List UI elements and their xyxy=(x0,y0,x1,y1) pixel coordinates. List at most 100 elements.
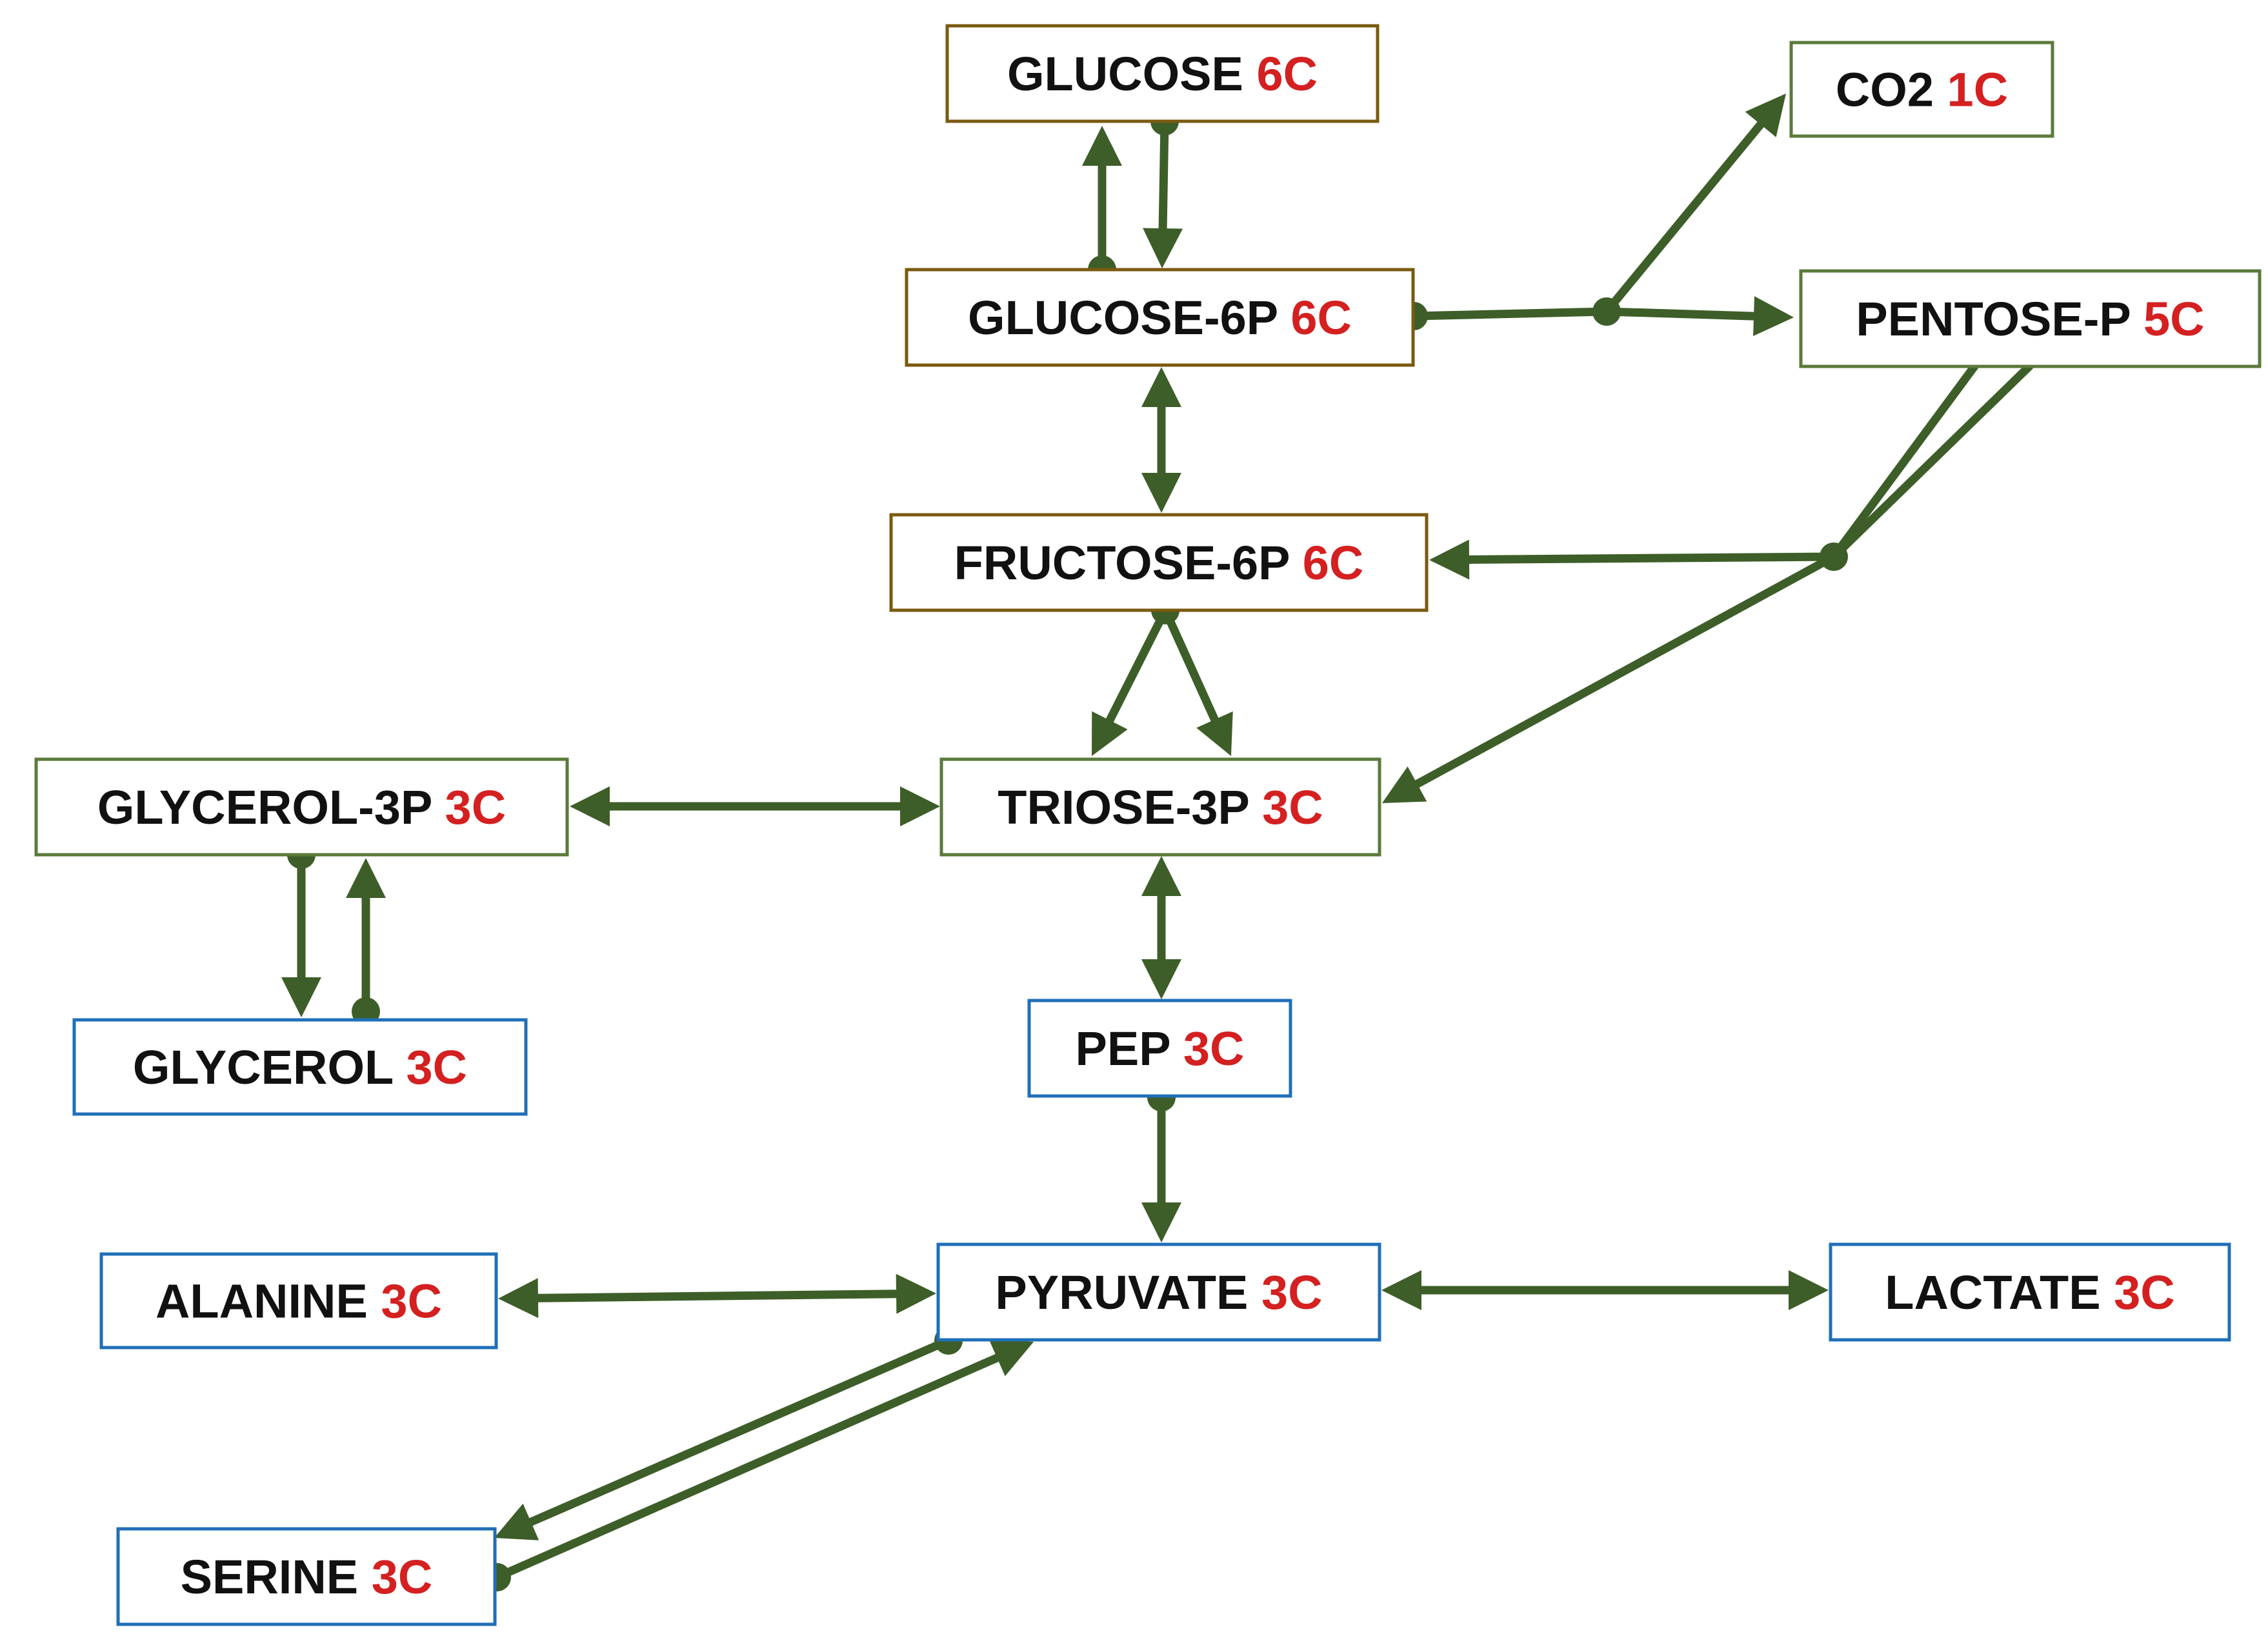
edge-g6p-to-glucose-arrowhead xyxy=(1082,126,1122,166)
metabolite-name: GLYCEROL-3P xyxy=(97,781,445,834)
node-serine: SERINE 3C xyxy=(116,1527,497,1626)
carbon-count: 6C xyxy=(1256,47,1318,101)
edge-branch-to-pentose-arrowhead xyxy=(1753,296,1794,337)
edge-pyruvate-lactate-arrowhead-a xyxy=(1381,1270,1421,1310)
edge-junction-to-triose-line xyxy=(1412,552,1838,788)
metabolite-name: FRUCTOSE-6P xyxy=(954,536,1303,590)
node-pep: PEP 3C xyxy=(1027,999,1292,1098)
edge-glucose-to-g6p-arrowhead xyxy=(1143,228,1183,268)
node-alanine: ALANINE 3C xyxy=(99,1252,498,1350)
carbon-count: 5C xyxy=(2143,292,2205,346)
node-glycerol3p: GLYCEROL-3P 3C xyxy=(34,757,569,857)
node-label-triose3p: TRIOSE-3P 3C xyxy=(998,781,1323,834)
carbon-count: 6C xyxy=(1290,291,1352,344)
metabolite-name: GLUCOSE xyxy=(1007,47,1256,101)
pathway-arrows xyxy=(281,94,2034,1591)
edge-fructose-to-triose-right-arrowhead xyxy=(1196,711,1233,756)
node-box-glucose xyxy=(945,24,1380,123)
node-label-glycerol: GLYCEROL 3C xyxy=(133,1041,467,1094)
node-fructose6p: FRUCTOSE-6P 6C xyxy=(889,513,1429,612)
edge-alanine-pyruvate-arrowhead-a xyxy=(498,1278,539,1319)
carbon-count: 3C xyxy=(406,1041,467,1094)
edge-serine-to-pyruvate-arrowhead xyxy=(988,1339,1034,1377)
node-pyruvate: PYRUVATE 3C xyxy=(936,1242,1381,1342)
node-box-serine xyxy=(116,1527,497,1626)
edge-pyruvate-to-serine-line xyxy=(527,1336,953,1526)
edge-branch-to-pentose-line xyxy=(1602,307,1758,321)
edge-junction-to-fructose-line xyxy=(1465,552,1838,564)
node-pentosep: PENTOSE-P 5C xyxy=(1799,269,2262,368)
node-label-fructose6p: FRUCTOSE-6P 6C xyxy=(954,536,1364,590)
edge-pentose-to-junction-a xyxy=(1829,362,1979,561)
edge-alanine-pyruvate-line xyxy=(534,1290,901,1302)
node-label-pentosep: PENTOSE-P 5C xyxy=(1856,292,2204,346)
edge-branch-to-co2-line xyxy=(1602,120,1765,316)
metabolite-name: PENTOSE-P xyxy=(1856,292,2143,346)
carbon-count: 3C xyxy=(1261,1266,1323,1319)
edge-g6p-fructose-arrowhead-a xyxy=(1141,367,1181,407)
node-glycerol: GLYCEROL 3C xyxy=(72,1018,528,1116)
edge-branch-to-co2-arrowhead xyxy=(1745,94,1786,137)
edge-alanine-pyruvate-arrowhead-b xyxy=(896,1273,936,1314)
edge-pentose-junction-dot xyxy=(1820,543,1848,571)
node-box-triose3p xyxy=(939,757,1381,857)
carbon-count: 3C xyxy=(372,1550,433,1604)
metabolite-nodes: GLUCOSE 6C CO2 1C GLUCOSE-6P 6C PENTOSE-P 5… xyxy=(34,24,2262,1626)
node-lactate: LACTATE 3C xyxy=(1829,1242,2231,1342)
carbon-count: 3C xyxy=(381,1274,442,1328)
edge-pentose-to-junction-b xyxy=(1829,362,2034,561)
carbon-count: 1C xyxy=(1947,63,2009,116)
node-triose3p: TRIOSE-3P 3C xyxy=(939,757,1381,857)
carbon-count: 6C xyxy=(1303,536,1364,590)
edge-glycerol3p-triose-arrowhead-a xyxy=(570,786,610,826)
edge-glycerol3p-to-glycerol-arrowhead xyxy=(281,977,321,1017)
edge-pyruvate-lactate-arrowhead-b xyxy=(1789,1270,1829,1310)
edge-fructose-to-triose-left-line xyxy=(1105,606,1170,725)
node-box-glucose6p xyxy=(905,268,1415,367)
node-co2: CO2 1C xyxy=(1789,41,2054,138)
node-label-pyruvate: PYRUVATE 3C xyxy=(995,1266,1322,1319)
node-box-fructose6p xyxy=(889,513,1429,612)
metabolite-name: LACTATE xyxy=(1885,1266,2114,1319)
node-box-pyruvate xyxy=(936,1242,1381,1342)
edge-glycerol3p-triose-arrowhead-b xyxy=(900,786,940,826)
edge-pep-to-pyruvate-arrowhead xyxy=(1141,1202,1181,1242)
node-label-serine: SERINE 3C xyxy=(181,1550,433,1604)
edge-triose-pep-arrowhead-b xyxy=(1141,959,1181,999)
carbon-count: 3C xyxy=(1183,1022,1245,1075)
edge-glucose-to-g6p-line xyxy=(1158,117,1169,233)
edge-junction-to-triose-arrowhead xyxy=(1382,766,1427,803)
edge-pyruvate-to-serine-arrowhead xyxy=(494,1503,539,1540)
node-label-pep: PEP 3C xyxy=(1076,1022,1245,1075)
metabolite-name: ALANINE xyxy=(156,1274,381,1328)
edge-fructose-to-triose-left-arrowhead xyxy=(1092,711,1128,756)
node-box-co2 xyxy=(1789,41,2054,138)
metabolite-name: GLYCEROL xyxy=(133,1041,406,1094)
metabolite-name: CO2 xyxy=(1836,63,1947,116)
node-label-alanine: ALANINE 3C xyxy=(156,1274,442,1328)
node-box-glycerol xyxy=(72,1018,528,1116)
metabolite-name: GLUCOSE-6P xyxy=(968,291,1290,344)
metabolite-name: SERINE xyxy=(181,1550,372,1604)
carbon-count: 3C xyxy=(2114,1266,2175,1319)
node-label-glucose6p: GLUCOSE-6P 6C xyxy=(968,291,1352,344)
node-box-pentosep xyxy=(1799,269,2262,368)
edge-g6p-to-branch-line xyxy=(1409,307,1611,321)
node-box-lactate xyxy=(1829,1242,2231,1342)
carbon-count: 3C xyxy=(445,781,507,834)
node-label-glucose: GLUCOSE 6C xyxy=(1007,47,1318,101)
edge-junction-to-fructose-arrowhead xyxy=(1429,539,1470,580)
node-label-lactate: LACTATE 3C xyxy=(1885,1266,2174,1319)
edge-glycerol-to-glycerol3p-arrowhead xyxy=(346,858,386,898)
carbon-count: 3C xyxy=(1262,781,1323,834)
metabolite-name: TRIOSE-3P xyxy=(998,781,1262,834)
metabolite-name: PYRUVATE xyxy=(995,1266,1261,1319)
node-box-alanine xyxy=(99,1252,498,1350)
edge-fructose-to-triose-right-line xyxy=(1161,606,1219,724)
edge-serine-to-pyruvate-line xyxy=(492,1353,1001,1582)
node-label-co2: CO2 1C xyxy=(1836,63,2008,116)
node-glucose: GLUCOSE 6C xyxy=(945,24,1380,123)
node-glucose6p: GLUCOSE-6P 6C xyxy=(905,268,1415,367)
node-box-pep xyxy=(1027,999,1292,1098)
